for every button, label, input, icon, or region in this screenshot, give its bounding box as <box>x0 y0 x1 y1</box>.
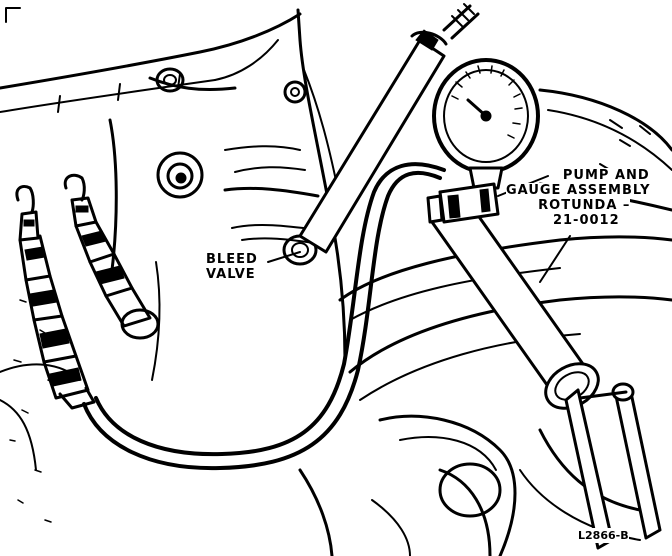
pump-gauge-label-line-2: GAUGE ASSEMBLY <box>506 183 651 198</box>
engine-block <box>0 8 347 523</box>
pump-gauge-label: PUMP AND GAUGE ASSEMBLY ROTUNDA – 21-001… <box>506 168 663 228</box>
bleed-valve-label-line-2: VALVE <box>206 267 256 282</box>
pressure-hose <box>82 162 446 471</box>
adapter-fitting-left <box>15 185 96 410</box>
pump-gauge-label-line-4: 21-0012 <box>552 213 620 228</box>
adapter-fitting-right <box>63 173 160 340</box>
pump-gauge-assembly <box>298 3 662 550</box>
bleed-valve-label-line-1: BLEED <box>206 252 258 267</box>
corner-crop-mark <box>5 7 21 23</box>
pump-gauge-label-line-3: ROTUNDA – <box>538 198 631 213</box>
figure-id: L2866-B <box>578 528 629 543</box>
bleed-valve-label: BLEED VALVE <box>206 252 258 282</box>
pump-gauge-label-line-1: PUMP AND <box>562 168 650 183</box>
